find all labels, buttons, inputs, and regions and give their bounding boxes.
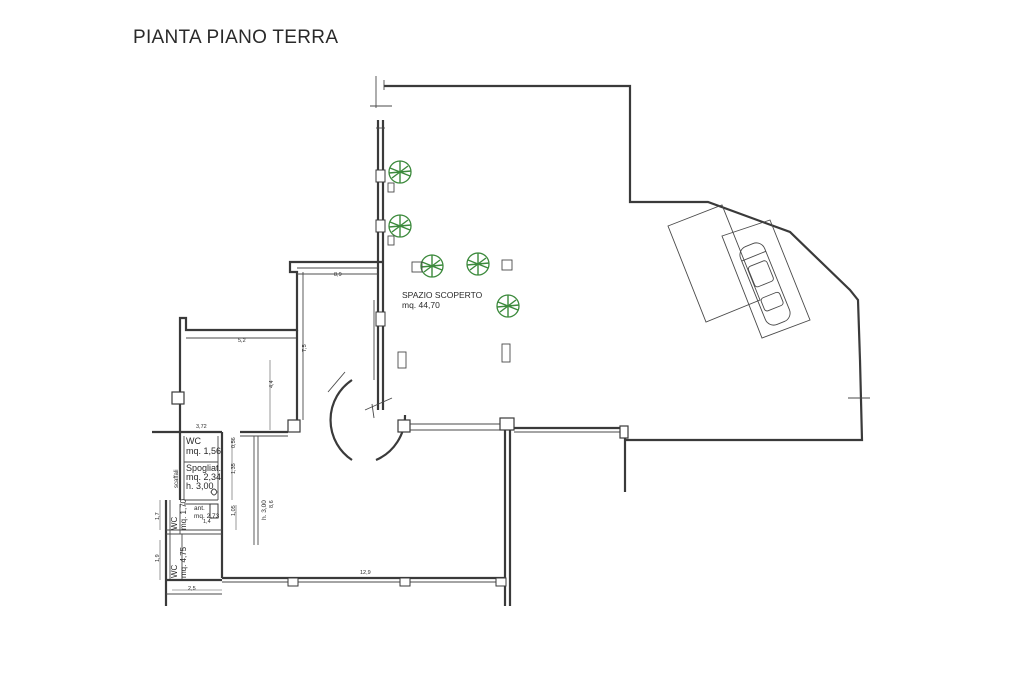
toilet-icon (210, 488, 218, 496)
svg-text:mq. 44,70: mq. 44,70 (402, 300, 440, 310)
svg-text:4,4: 4,4 (269, 380, 275, 388)
svg-text:h. 3,00: h. 3,00 (186, 481, 214, 491)
svg-text:12,9: 12,9 (360, 570, 371, 576)
page-title: PIANTA PIANO TERRA (133, 27, 339, 48)
tree-icon (496, 294, 520, 318)
svg-text:SPAZIO SCOPERTO: SPAZIO SCOPERTO (402, 290, 483, 300)
svg-text:1,05: 1,05 (231, 505, 237, 516)
wc3-label: WC (170, 564, 179, 578)
svg-text:1,35: 1,35 (231, 463, 237, 474)
building-walls (152, 120, 629, 606)
svg-text:mq. 2,34: mq. 2,34 (186, 472, 221, 482)
svg-text:0,56: 0,56 (231, 437, 237, 448)
svg-text:WC: WC (186, 436, 201, 446)
svg-text:7,5: 7,5 (302, 344, 308, 352)
planters (387, 182, 513, 369)
dimension-labels: 8,9 5,2 7,5 4,4 3,72 0,56 1,35 1,05 8,6 … (155, 272, 371, 592)
svg-text:ant.: ant. (194, 505, 205, 512)
svg-text:mq. 1,56: mq. 1,56 (186, 446, 221, 456)
carport (667, 204, 811, 339)
outdoor-label: SPAZIO SCOPERTO mq. 44,70 (402, 290, 483, 310)
wc3-area: mq. 4,75 (179, 546, 188, 578)
storage-label: scaffali (174, 469, 180, 488)
svg-text:1,7: 1,7 (155, 512, 161, 520)
tree-icon (466, 252, 490, 276)
svg-text:8,9: 8,9 (334, 272, 342, 278)
tree-icon (388, 214, 412, 238)
dimension-lines (159, 273, 378, 591)
svg-text:5,2: 5,2 (238, 338, 246, 344)
main-height-label: h. 3,00 (261, 500, 268, 520)
ante-label: ant. mq. 2,73 (194, 505, 220, 520)
svg-text:8,6: 8,6 (269, 500, 275, 508)
svg-text:mq. 2,73: mq. 2,73 (194, 513, 220, 520)
svg-text:3,72: 3,72 (196, 424, 207, 430)
svg-text:2,5: 2,5 (188, 586, 196, 592)
svg-text:1,4: 1,4 (203, 519, 211, 525)
wc1-label: WC mq. 1,56 (186, 436, 221, 456)
car-icon (739, 242, 791, 326)
tree-icon (388, 160, 412, 184)
wc2-area: mq. 1,70 (179, 498, 188, 530)
outdoor-boundary (370, 76, 870, 442)
wc2-label: WC (170, 516, 179, 530)
svg-text:1,9: 1,9 (155, 554, 161, 562)
changing-room-label: Spogliat. mq. 2,34 h. 3,00 (186, 463, 221, 491)
tree-icon (420, 254, 444, 278)
svg-text:Spogliat.: Spogliat. (186, 463, 221, 473)
